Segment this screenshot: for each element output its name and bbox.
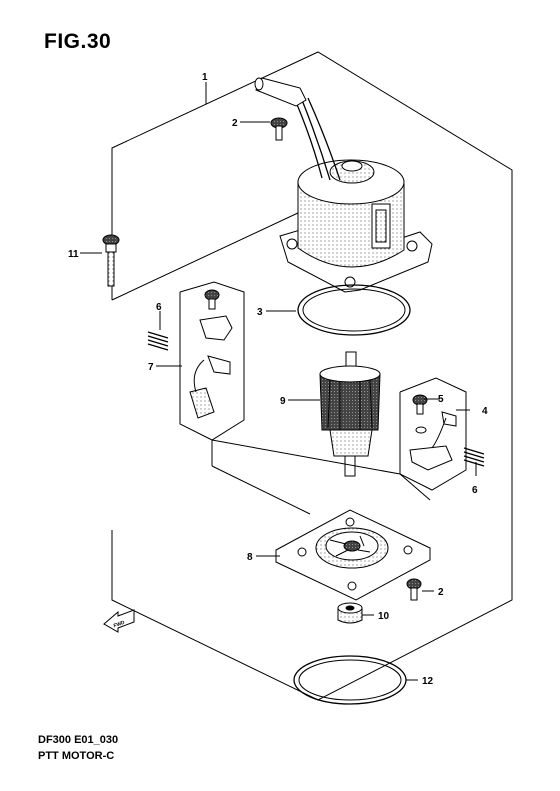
brush-holder-right — [399, 377, 467, 491]
callout-leaders — [80, 82, 477, 681]
assembly-outline — [111, 51, 513, 701]
callout-7: 7 — [148, 362, 154, 373]
o-ring-lower — [293, 655, 407, 705]
screw-top — [270, 117, 288, 141]
callout-12: 12 — [422, 676, 434, 687]
figure-title: FIG.30 — [44, 30, 112, 53]
leader-lines — [211, 439, 431, 515]
brush-holder-left — [179, 281, 245, 441]
end-frame — [275, 509, 431, 601]
callout-10: 10 — [378, 611, 390, 622]
figure-code: DF300 E01_030 — [38, 734, 119, 746]
callout-3: 3 — [257, 307, 263, 318]
spring-left — [147, 331, 169, 351]
armature — [319, 351, 381, 477]
figure-name: PTT MOTOR-C — [38, 750, 115, 762]
fwd-arrow-icon: FWD — [103, 609, 135, 633]
fwd-label: FWD — [113, 620, 126, 630]
callout-4: 4 — [482, 406, 488, 417]
callout-8: 8 — [247, 552, 253, 563]
bushing — [337, 602, 363, 624]
callout-6-right: 6 — [472, 485, 478, 496]
callout-1: 1 — [202, 72, 208, 83]
o-ring-upper — [297, 284, 411, 336]
callout-2-bottom: 2 — [438, 587, 444, 598]
bolt — [102, 234, 120, 287]
screw-bottom — [406, 578, 422, 601]
motor-housing — [254, 77, 433, 293]
callout-labels: 1 2 2 3 4 5 6 6 7 8 9 10 11 12 — [68, 72, 488, 687]
callout-6-left: 6 — [156, 302, 162, 313]
callout-9: 9 — [280, 396, 286, 407]
callout-2-top: 2 — [232, 118, 238, 129]
spring-right — [463, 447, 485, 467]
callout-11: 11 — [68, 249, 79, 260]
callout-5: 5 — [438, 394, 444, 405]
